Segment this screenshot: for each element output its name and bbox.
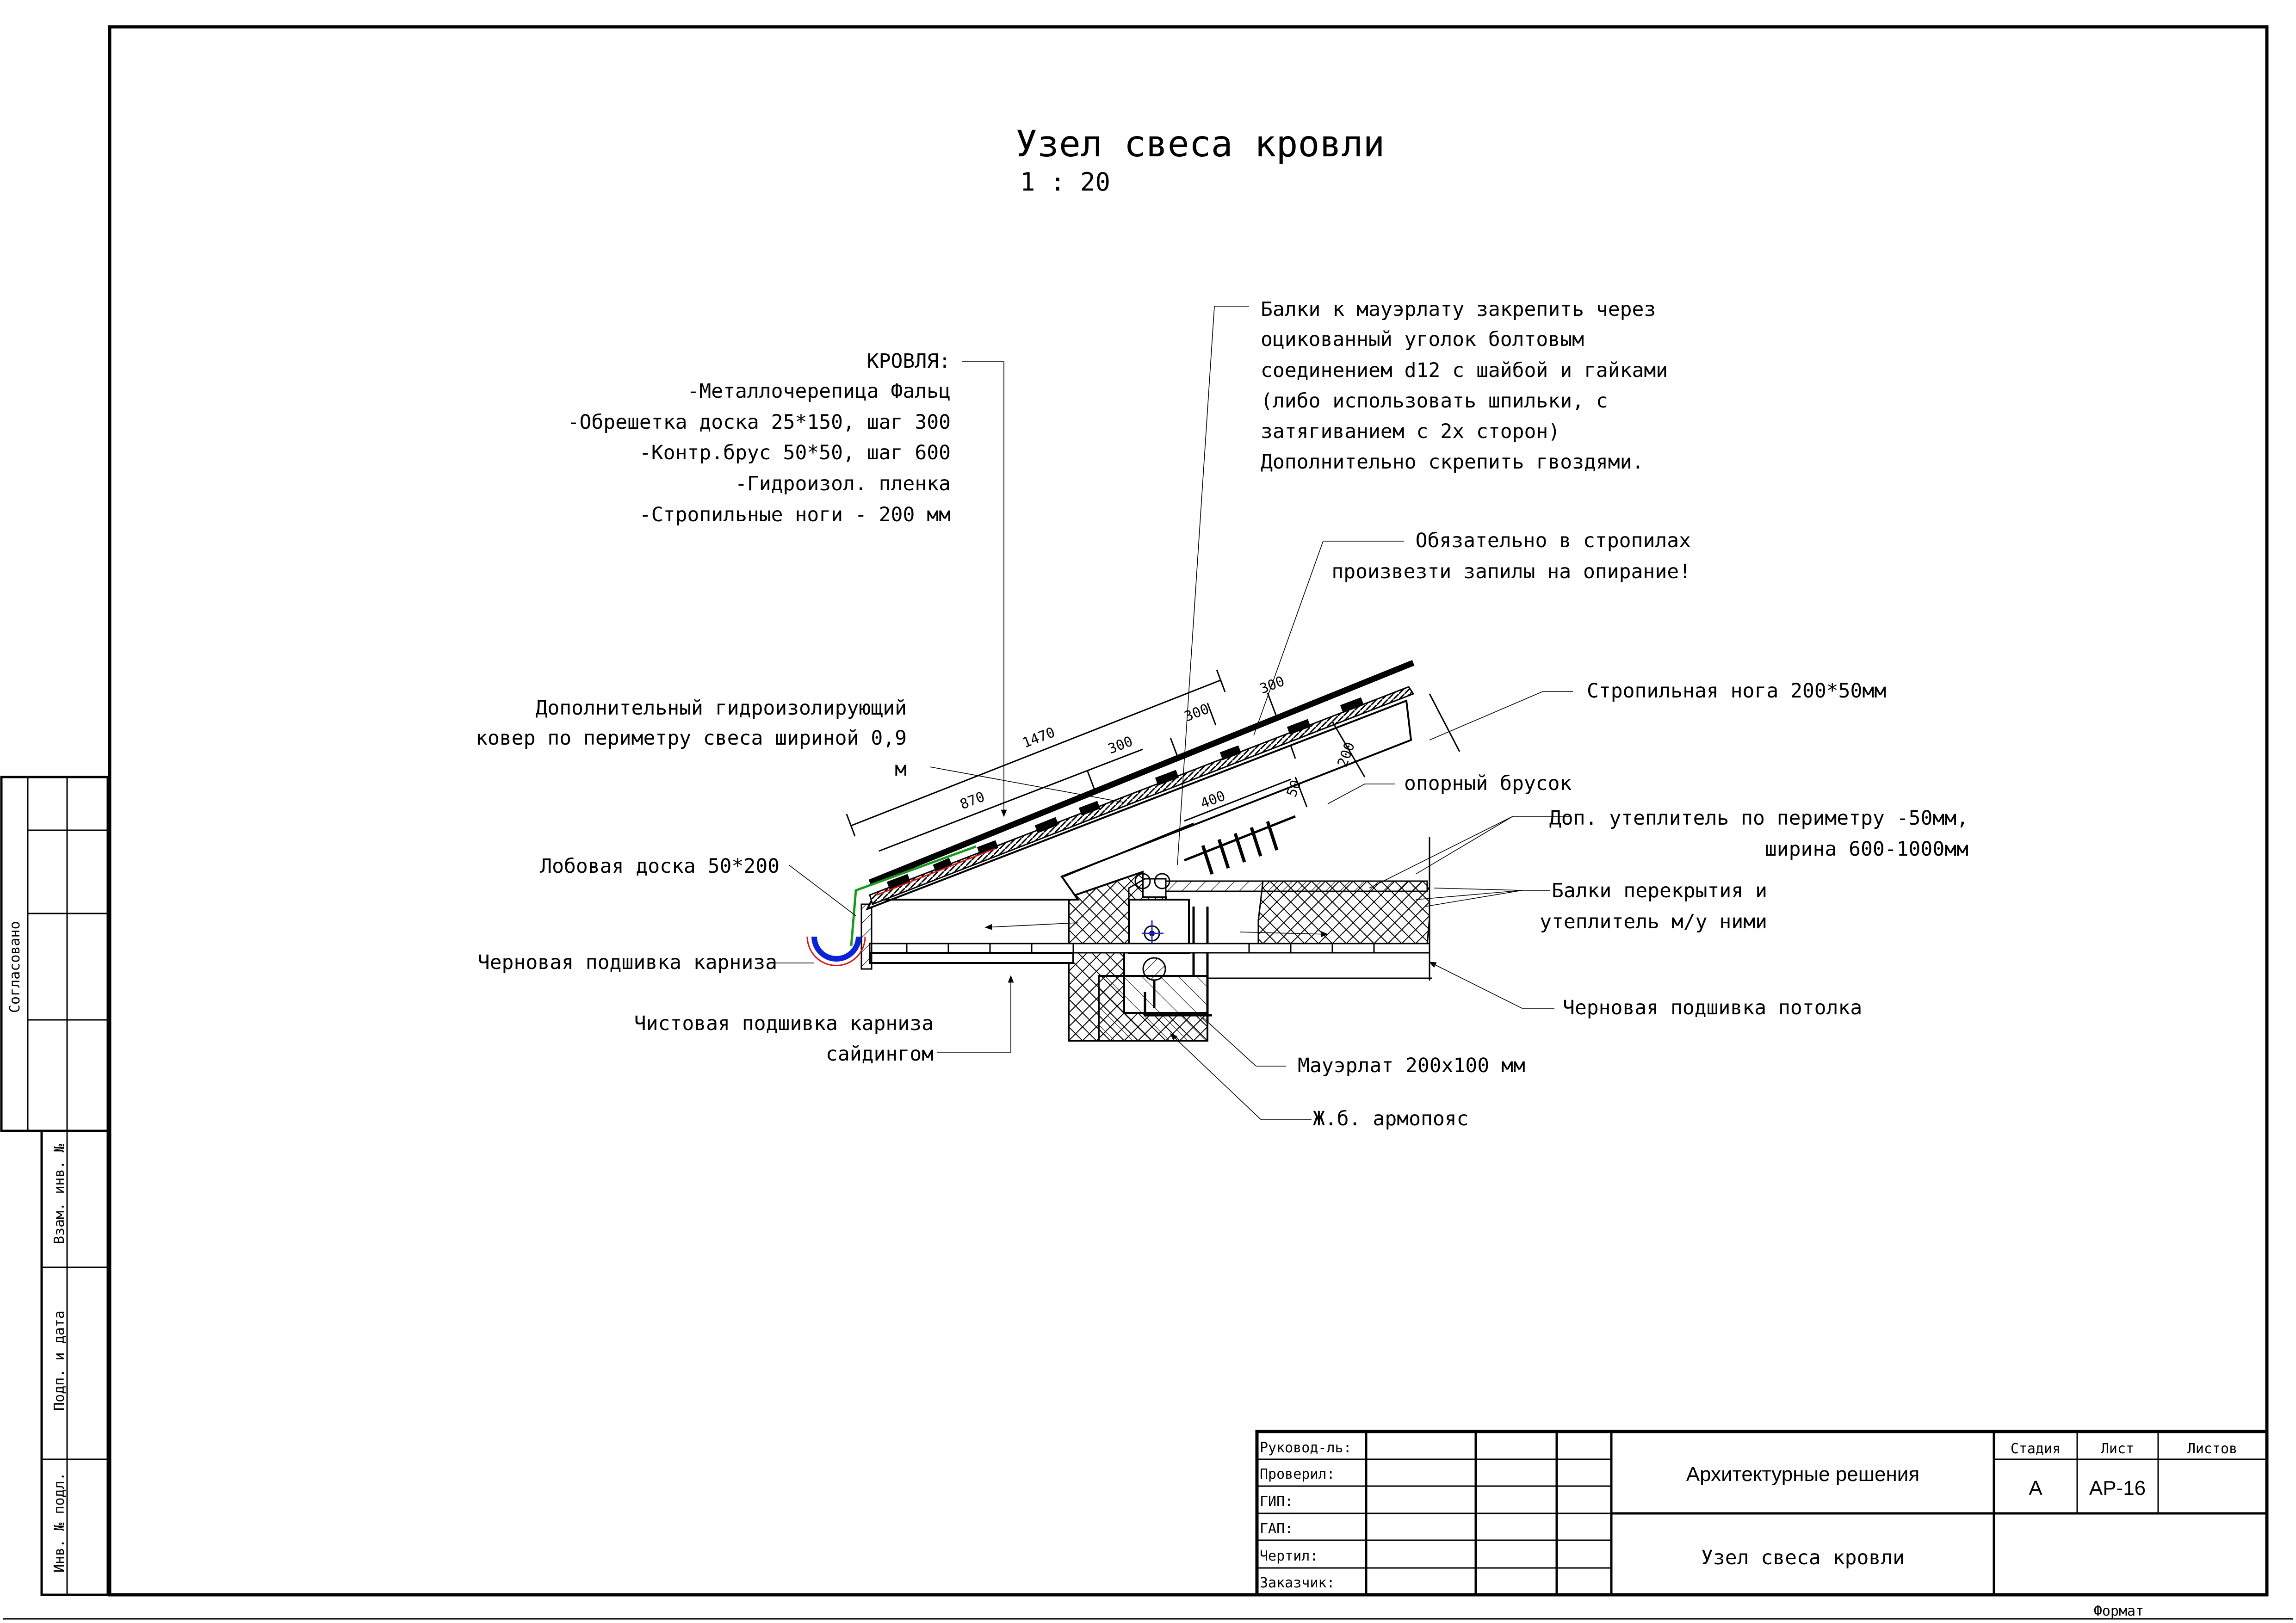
role-checked: Проверил:: [1260, 1466, 1335, 1482]
stage-value: А: [2029, 1477, 2042, 1500]
drawing-title: Узел свеса кровли: [1015, 123, 1385, 165]
beams-note-line-3: соединением d12 с шайбой и гайками: [1261, 359, 1668, 382]
roof-note-line-5: -Гидроизол. пленка: [735, 472, 951, 495]
beams-note-line-1: Балки к мауэрлату закрепить через: [1261, 298, 1656, 321]
roof-note-line-1: КРОВЛЯ:: [867, 350, 951, 373]
title-block: Руковод-ль: Проверил: ГИП: ГАП: Чертил: …: [1255, 1430, 2269, 1597]
roof-note-line-4: -Контр.брус 50*50, шаг 600: [639, 441, 951, 464]
rough-soffit-label: Черновая подшивка карниза: [478, 951, 777, 974]
nails: [1201, 821, 1279, 875]
waterproof-line-2: ковер по периметру свеса шириной 0,9: [476, 727, 907, 750]
waterproof-line-3: м: [895, 758, 907, 781]
side-inv-orig: Инв. № подл.: [51, 1472, 68, 1573]
leader-lines: [768, 306, 1573, 1120]
finish-soffit-line-2: сайдингом: [826, 1043, 934, 1066]
project-name: Архитектурные решения: [1686, 1463, 1919, 1486]
beams-note-line-5: затягиванием с 2х сторон): [1261, 420, 1560, 443]
rafter-label: Стропильная нога 200*50мм: [1587, 679, 1886, 703]
extra-insulation-line-1: Доп. утеплитель по периметру -50мм,: [1549, 807, 1968, 830]
soffit-finish: [869, 952, 1074, 964]
waterproof-line-1: Дополнительный гидроизолирующий: [535, 697, 907, 720]
beams-note: Балки к мауэрлату закрепить через оциков…: [1261, 298, 1668, 474]
gutter: [811, 936, 861, 962]
fascia-label: Лобовая доска 50*200: [540, 855, 780, 878]
roof-note: КРОВЛЯ: -Металлочерепица Фальц -Обрешетк…: [568, 350, 951, 526]
drawing-scale: 1 : 20: [1020, 167, 1110, 197]
roof-note-line-2: -Металлочерепица Фальц: [687, 380, 951, 403]
membrane-red: [876, 848, 995, 896]
extra-insulation-note: Доп. утеплитель по периметру -50мм, шири…: [1549, 807, 1968, 861]
notch-note: Обязательно в стропилах произвезти запил…: [1331, 529, 1691, 583]
waterproof-note: Дополнительный гидроизолирующий ковер по…: [476, 697, 907, 781]
drawing-name: Узел свеса кровли: [1701, 1546, 1905, 1569]
battens-row: [886, 697, 1364, 890]
dimensions: 1470 870 300 300 300 400 50 200: [846, 669, 1461, 852]
notch-note-line-1: Обязательно в стропилах: [1416, 529, 1691, 552]
floor-beams-line-1: Балки перекрытия и: [1552, 879, 1767, 902]
side-sign-date: Подп. и дата: [51, 1310, 68, 1411]
sheet-value: АР-16: [2089, 1477, 2146, 1500]
ring-beam-label: Ж.б. армопояс: [1313, 1107, 1469, 1130]
sheets-header: Листов: [2187, 1441, 2237, 1457]
side-stamp: Согласовано Взам. инв. № Подп. и дата Ин…: [0, 776, 109, 1596]
metal-tile: [868, 660, 1415, 886]
floor-beams-note: Балки перекрытия и утеплитель м/у ними: [1540, 879, 1767, 933]
finish-soffit-note: Чистовая подшивка карниза сайдингом: [634, 1012, 934, 1066]
role-drawn: Чертил:: [1260, 1548, 1318, 1564]
format-label: Формат: [2094, 1603, 2144, 1619]
notch-note-line-2: произвезти запилы на опирание!: [1331, 560, 1691, 583]
dim-870: 870: [958, 789, 987, 813]
sheet-frame: [3, 25, 2293, 1620]
sheet-header: Лист: [2101, 1441, 2134, 1457]
role-head: Руковод-ль:: [1260, 1440, 1352, 1456]
extra-insulation-line-2: ширина 600-1000мм: [1765, 838, 1968, 861]
support-bar-label: опорный брусок: [1404, 772, 1572, 795]
membrane-carpet: [850, 845, 977, 946]
side-replaced-inv: Взам. инв. №: [51, 1144, 68, 1244]
beams-note-line-6: Дополнительно скрепить гвоздями.: [1261, 450, 1644, 474]
floor-beams-line-2: утеплитель м/у ними: [1540, 910, 1767, 933]
role-gip: ГИП:: [1260, 1493, 1293, 1510]
fascia-board: [860, 903, 873, 970]
finish-soffit-line-1: Чистовая подшивка карниза: [634, 1012, 934, 1035]
mauerlat-label: Мауэрлат 200х100 мм: [1298, 1054, 1525, 1077]
beams-note-line-2: оцикованный уголок болтовым: [1261, 328, 1584, 351]
role-client: Заказчик:: [1260, 1575, 1335, 1591]
roof-eave-detail: 1470 870 300 300 300 400 50 200: [806, 660, 1461, 1042]
soffit-rough: [869, 943, 1430, 954]
side-agreed: Согласовано: [7, 921, 23, 1013]
dim-300-c: 300: [1257, 673, 1287, 697]
beams-note-line-4: (либо использовать шпильки, с: [1261, 389, 1608, 413]
role-gap: ГАП:: [1260, 1521, 1293, 1537]
soffit-board-ticks: [906, 944, 1375, 953]
rough-ceiling-label: Черновая подшивка потолка: [1563, 996, 1862, 1019]
extra-insulation-strip: [1165, 880, 1428, 892]
roof-note-line-6: -Стропильные ноги - 200 мм: [639, 503, 951, 526]
roof-note-line-3: -Обрешетка доска 25*150, шаг 300: [568, 411, 951, 434]
stage-header: Стадия: [2011, 1441, 2061, 1457]
